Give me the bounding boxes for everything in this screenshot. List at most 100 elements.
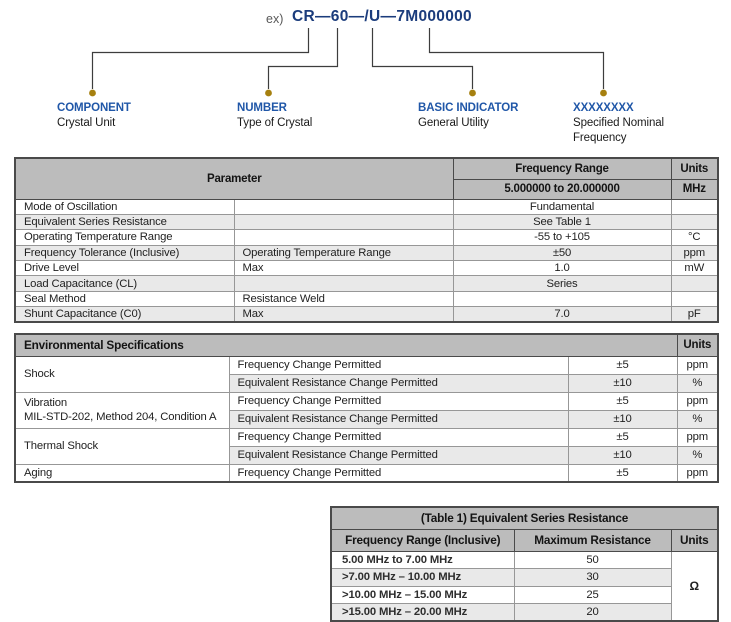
cell-unit: ppm — [676, 463, 719, 483]
environmental-spec-table: Environmental Specifications Units Shock… — [14, 333, 720, 483]
cell-unit: ppm — [676, 391, 719, 411]
cell-range: >10.00 MHz – 15.00 MHz — [330, 585, 515, 604]
cell-unit: °C — [670, 229, 719, 246]
callout-number: NUMBER Type of Crystal — [237, 101, 312, 131]
cell-parameter: Operating Temperature Range — [14, 229, 235, 246]
cell-condition: Max — [233, 306, 454, 323]
callout-connector-lines — [89, 28, 607, 97]
callout-label: BASIC INDICATOR — [418, 102, 519, 114]
cell-range: >15.00 MHz – 20.00 MHz — [330, 603, 515, 622]
cell-unit — [670, 275, 719, 292]
cell-unit: % — [676, 445, 719, 465]
cell-resistance: 25 — [513, 585, 672, 604]
cell-parameter: Shunt Capacitance (C0) — [14, 306, 235, 323]
header-parameter: Parameter — [14, 157, 454, 200]
cell-unit: ppm — [676, 427, 719, 447]
connector-basic-indicator — [371, 28, 474, 89]
cell-condition: Operating Temperature Range — [233, 244, 454, 262]
parameter-spec-table: Parameter Frequency Range Units 5.000000… — [14, 157, 719, 324]
cell-parameter: Load Capacitance (CL) — [14, 275, 235, 292]
table-row: Thermal Shock Frequency Change Permitted… — [14, 427, 719, 465]
callout-component: COMPONENT Crystal Unit — [57, 101, 131, 131]
cell-test: Equivalent Resistance Change Permitted — [228, 373, 569, 393]
cell-condition — [233, 213, 454, 231]
esr-header-units: Units — [670, 528, 719, 552]
table-row: Equivalent Series Resistance See Table 1 — [14, 213, 719, 231]
cell-value: Fundamental — [452, 198, 672, 215]
group-name: Aging — [24, 466, 53, 479]
cell-value: -55 to +105 — [452, 229, 672, 246]
example-prefix: ex) — [266, 12, 284, 26]
callout-dot-icon — [600, 89, 607, 97]
cell-value: ±10 — [567, 409, 678, 429]
table-row: Operating Temperature Range -55 to +105 … — [14, 229, 719, 246]
cell-unit — [670, 290, 719, 308]
cell-value: ±50 — [452, 244, 672, 262]
callout-sublabel: Specified Nominal Frequency — [573, 117, 664, 144]
table-row: Mode of Oscillation Fundamental — [14, 198, 719, 215]
cell-value: Series — [452, 275, 672, 292]
callout-dot-icon — [265, 89, 272, 97]
callout-sublabel: General Utility — [418, 117, 489, 129]
cell-value: ±5 — [567, 391, 678, 411]
cell-condition: Max — [233, 260, 454, 277]
header-units: Units — [670, 157, 719, 180]
callout-sublabel: Crystal Unit — [57, 117, 116, 129]
table-row: Equivalent Resistance Change Permitted ±… — [15, 409, 719, 429]
cell-group-thermal-shock: Thermal Shock — [14, 427, 230, 465]
env-units-header: Units — [676, 333, 719, 357]
connector-number — [267, 28, 339, 89]
cell-parameter: Mode of Oscillation — [14, 198, 235, 215]
cell-value: ±5 — [567, 427, 678, 447]
callout-label: XXXXXXXX — [573, 102, 634, 114]
cell-unit — [670, 198, 719, 215]
cell-unit: ppm — [676, 355, 719, 375]
cell-test: Equivalent Resistance Change Permitted — [228, 445, 569, 465]
callout-specified-frequency: XXXXXXXX Specified Nominal Frequency — [573, 101, 677, 145]
cell-unit: ppm — [670, 244, 719, 262]
cell-value: 7.0 — [452, 306, 672, 323]
table-row: Drive Level Max 1.0 mW — [14, 260, 719, 277]
table-row: Shunt Capacitance (C0) Max 7.0 pF — [14, 306, 719, 323]
table-row: Frequency Tolerance (Inclusive) Operatin… — [14, 244, 719, 262]
esr-header-range: Frequency Range (Inclusive) — [330, 528, 515, 552]
header-range-value: 5.000000 to 20.000000 — [452, 178, 672, 200]
cell-condition — [233, 229, 454, 246]
esr-table-title: (Table 1) Equivalent Series Resistance — [330, 506, 719, 530]
header-frequency-range: Frequency Range — [452, 157, 672, 180]
cell-test: Frequency Change Permitted — [228, 391, 569, 411]
cell-parameter: Equivalent Series Resistance — [14, 213, 235, 231]
esr-table: (Table 1) Equivalent Series Resistance F… — [330, 506, 720, 622]
part-number-diagram: ex) CR—60—/U—7M000000 COMPONENT Crystal … — [0, 0, 731, 155]
cell-ohm-unit: Ω — [670, 550, 719, 622]
cell-condition — [233, 198, 454, 215]
callout-dot-icon — [89, 89, 96, 97]
cell-resistance: 30 — [513, 568, 672, 587]
cell-parameter: Seal Method — [14, 290, 235, 308]
group-name: Vibration — [24, 397, 68, 409]
table-row: Seal Method Resistance Weld — [14, 290, 719, 308]
cell-test: Frequency Change Permitted — [228, 355, 569, 375]
cell-condition — [233, 275, 454, 292]
env-table-title: Environmental Specifications — [14, 333, 678, 357]
cell-unit: % — [676, 373, 719, 393]
table-row: Aging Frequency Change Permitted ±5 ppm — [14, 463, 719, 483]
callout-sublabel: Type of Crystal — [237, 117, 313, 129]
cell-condition: Resistance Weld — [233, 290, 454, 308]
cell-test: Equivalent Resistance Change Permitted — [228, 409, 569, 429]
cell-value: ±5 — [567, 355, 678, 375]
table-row: >15.00 MHz – 20.00 MHz 20 — [330, 603, 718, 622]
table-row: Vibration MIL-STD-202, Method 204, Condi… — [14, 391, 719, 429]
cell-unit: pF — [670, 306, 719, 323]
cell-test: Frequency Change Permitted — [228, 463, 569, 483]
cell-group-aging: Aging — [14, 463, 230, 483]
callout-label: COMPONENT — [57, 102, 131, 114]
table-row: >7.00 MHz – 10.00 MHz 30 — [330, 568, 718, 587]
cell-unit: mW — [670, 260, 719, 277]
group-name: Shock — [24, 368, 55, 380]
cell-unit — [670, 213, 719, 231]
table-row: 5.00 MHz to 7.00 MHz 50 Ω — [330, 550, 719, 622]
callout-label: NUMBER — [237, 102, 287, 114]
callout-dot-icon — [469, 89, 476, 97]
